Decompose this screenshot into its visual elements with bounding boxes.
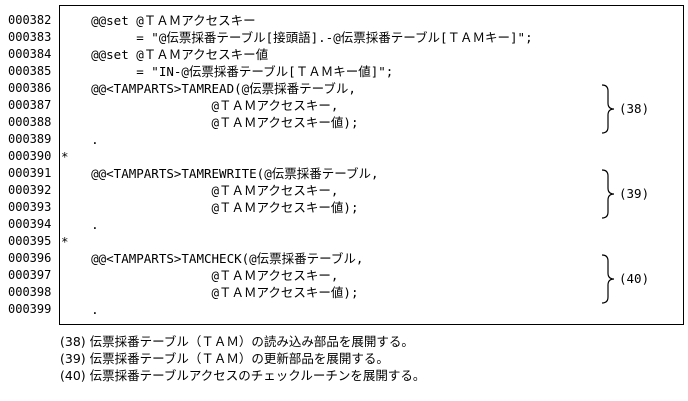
- note-40: (40) 伝票採番テーブルアクセスのチェックルーチンを展開する。: [60, 368, 426, 383]
- line-number: 000382: [8, 13, 52, 27]
- code-line: @@<TAMPARTS>TAMREAD(@伝票採番テーブル,: [61, 81, 356, 96]
- note-39: (39) 伝票採番テーブル（ＴＡＭ）の更新部品を展開する。: [60, 351, 389, 366]
- code-line: .: [61, 302, 99, 317]
- code-line: @ＴＡＭアクセスキー値);: [61, 115, 359, 130]
- code-line: *: [61, 234, 69, 249]
- line-number: 000396: [8, 251, 52, 265]
- line-number: 000395: [8, 234, 52, 248]
- line-number: 000386: [8, 81, 52, 95]
- code-line: @ＴＡＭアクセスキー,: [61, 268, 339, 283]
- code-line: @@<TAMPARTS>TAMCHECK(@伝票採番テーブル,: [61, 251, 364, 266]
- code-line: = "@伝票採番テーブル[接頭語].-@伝票採番テーブル[ＴＡＭキー]";: [61, 30, 533, 45]
- code-line: .: [61, 132, 99, 147]
- note-38: (38) 伝票採番テーブル（ＴＡＭ）の読み込み部品を展開する。: [60, 334, 414, 349]
- line-number: 000387: [8, 98, 52, 112]
- brace-38: [600, 84, 616, 134]
- line-number: 000398: [8, 285, 52, 299]
- line-number: 000394: [8, 217, 52, 231]
- brace-label-39: (39): [619, 186, 650, 201]
- line-number: 000399: [8, 302, 52, 316]
- code-line: @ＴＡＭアクセスキー値);: [61, 200, 359, 215]
- code-line: @ＴＡＭアクセスキー,: [61, 98, 339, 113]
- brace-39: [600, 169, 616, 219]
- line-number: 000389: [8, 132, 52, 146]
- code-line: *: [61, 149, 69, 164]
- line-number: 000392: [8, 183, 52, 197]
- line-number: 000393: [8, 200, 52, 214]
- code-line: @ＴＡＭアクセスキー値);: [61, 285, 359, 300]
- code-line: = "IN-@伝票採番テーブル[ＴＡＭキー値]";: [61, 64, 394, 79]
- brace-40: [600, 254, 616, 304]
- line-number: 000383: [8, 30, 52, 44]
- code-line: @ＴＡＭアクセスキー,: [61, 183, 339, 198]
- line-number: 000397: [8, 268, 52, 282]
- line-number: 000388: [8, 115, 52, 129]
- code-line: @@<TAMPARTS>TAMREWRITE(@伝票採番テーブル,: [61, 166, 379, 181]
- code-listing-box: [59, 5, 684, 325]
- code-line: @@set @ＴＡＭアクセスキー値: [61, 47, 269, 62]
- line-number: 000391: [8, 166, 52, 180]
- line-number: 000384: [8, 47, 52, 61]
- line-number: 000390: [8, 149, 52, 163]
- brace-label-38: (38): [619, 101, 650, 116]
- brace-label-40: (40): [619, 271, 650, 286]
- line-number: 000385: [8, 64, 52, 78]
- code-line: @@set @ＴＡＭアクセスキー: [61, 13, 256, 28]
- code-line: .: [61, 217, 99, 232]
